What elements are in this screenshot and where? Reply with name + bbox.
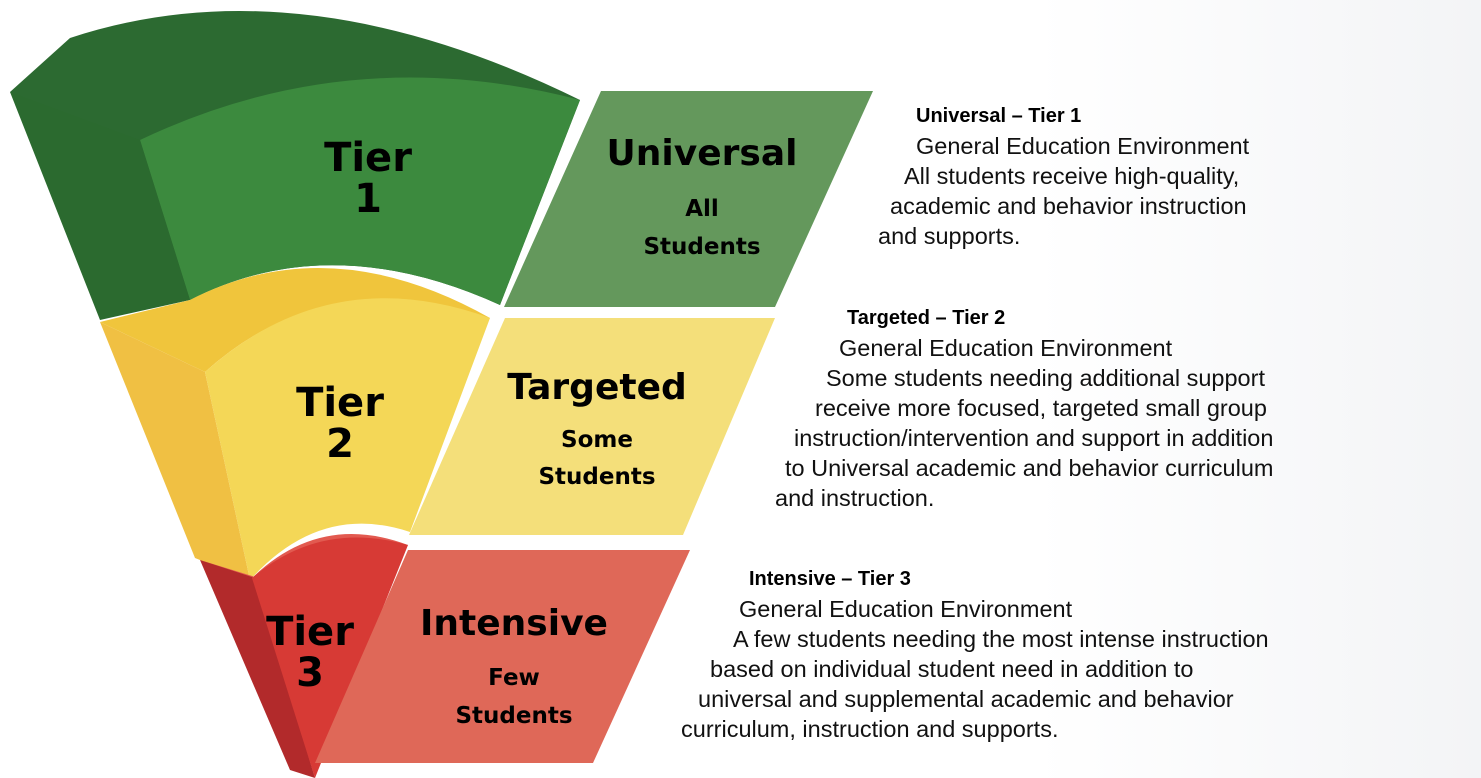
tier-1-band-sub-1: All (685, 196, 719, 222)
tier-1-segment: Tier 1 (10, 11, 580, 320)
tier-1-label: Tier (324, 135, 412, 181)
tier-2-description: Targeted – Tier 2 General Education Envi… (775, 303, 1274, 513)
tier-2-band-title: Targeted (507, 367, 687, 408)
tier-2-band-sub-1: Some (561, 427, 633, 453)
tier-2-band: Targeted Some Students (409, 318, 775, 535)
tier-1-description-line: All students receive high-quality, (904, 163, 1240, 189)
tier-2-number: 2 (326, 421, 354, 467)
tier-3-band-shape (315, 550, 690, 763)
tier-1-description-line: and supports. (878, 223, 1021, 249)
tier-2-description-line: Some students needing additional support (826, 365, 1265, 391)
tier-3-description: Intensive – Tier 3 General Education Env… (681, 564, 1269, 744)
tier-3-description-line: A few students needing the most intense … (733, 626, 1269, 652)
tier-1-band: Universal All Students (504, 91, 873, 307)
tier-1-number: 1 (354, 176, 382, 222)
tier-2-top-face (100, 268, 490, 372)
tier-2-description-line: to Universal academic and behavior curri… (785, 455, 1274, 481)
tier-3-number: 3 (296, 650, 324, 696)
tier-2-description-line: General Education Environment (839, 335, 1173, 361)
tier-2-description-line: instruction/intervention and support in … (794, 425, 1274, 451)
tier-3-front-face (252, 537, 408, 778)
tier-2-segment: Tier 2 (100, 268, 490, 580)
tier-1-front-face (140, 77, 580, 305)
tier-1-description-line: General Education Environment (916, 133, 1250, 159)
tier-1-band-sub-2: Students (643, 234, 760, 260)
tier-1-description: Universal – Tier 1 General Education Env… (878, 101, 1249, 251)
tier-3-band-title: Intensive (420, 603, 608, 644)
tier-3-band-sub-1: Few (488, 665, 540, 691)
tier-2-label: Tier (296, 380, 384, 426)
tier-1-band-title: Universal (607, 133, 798, 174)
tier-1-description-line: academic and behavior instruction (890, 193, 1247, 219)
tier-3-side-face (200, 560, 315, 778)
tier-3-description-line: universal and supplemental academic and … (698, 686, 1234, 712)
tier-3-description-line: curriculum, instruction and supports. (681, 716, 1059, 742)
tier-2-description-line: and instruction. (775, 485, 935, 511)
tier-3-label: Tier (266, 609, 354, 655)
tier-2-description-heading: Targeted – Tier 2 (847, 307, 1006, 329)
tier-3-band: Intensive Few Students (315, 550, 690, 763)
tier-2-band-shape (409, 318, 775, 535)
tier-1-band-shape (504, 91, 873, 307)
tier-3-description-line: based on individual student need in addi… (710, 656, 1194, 682)
tier-3-description-heading: Intensive – Tier 3 (749, 568, 911, 590)
tier-2-front-face (205, 298, 490, 580)
tier-3-segment: Tier 3 (200, 534, 408, 778)
tier-1-side-face (10, 92, 190, 320)
tier-3-band-sub-2: Students (455, 703, 572, 729)
tier-1-description-heading: Universal – Tier 1 (916, 105, 1082, 127)
tier-2-description-line: receive more focused, targeted small gro… (815, 395, 1267, 421)
tier-2-side-face (100, 322, 250, 580)
tier-3-description-line: General Education Environment (739, 596, 1073, 622)
tier-2-band-sub-2: Students (538, 464, 655, 490)
